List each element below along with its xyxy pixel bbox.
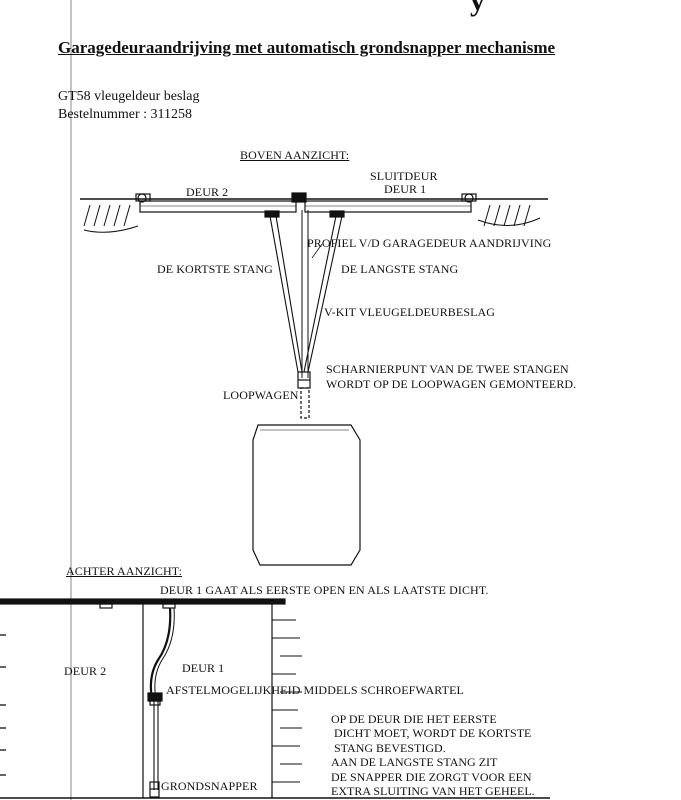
trolley-carriage [300,387,310,419]
label-vkit: V-KIT VLEUGELDEURBESLAG [324,305,496,319]
bracket-left [264,210,280,218]
product-line: GT58 vleugeldeur beslag [58,89,200,104]
label-profile: PROFIEL V/D GARAGEDEUR AANDRIJVING [307,236,552,250]
label-door-2: DEUR 2 [186,185,229,199]
label-shortest-rod: DE KORTSTE STANG [157,262,273,276]
rods [269,215,343,373]
partial-heading: y [470,0,485,17]
label-pivot-2: WORDT OP DE LOOPWAGEN GEMONTEERD. [326,377,577,391]
rear-view-heading: ACHTER AANZICHT: [66,564,182,578]
right-wall-bricks [272,619,302,783]
label-trolley: LOOPWAGEN [223,388,299,402]
right-wall-hatch [477,204,541,227]
label-pivot-1: SCHARNIERPUNT VAN DE TWEE STANGEN [326,362,569,376]
page-title: Garagedeuraandrijving met automatisch gr… [58,38,556,57]
left-wall-hatch [83,204,139,233]
label-rear-door-2: DEUR 2 [64,664,107,678]
top-rail [0,598,286,605]
left-edge-marks [0,634,6,776]
door-2-leaf [139,200,297,213]
motor-unit [252,424,361,566]
centre-joint [291,192,307,203]
rear-view-note: OP DE DEUR DIE HET EERSTE DICHT MOET, WO… [331,712,535,799]
top-view-heading: BOVEN AANZICHT: [240,148,350,162]
rear-view-drawing [0,598,550,799]
order-number: Bestelnummer : 311258 [58,107,193,122]
label-door-1: DEUR 1 [384,182,427,196]
adjust-nut [147,692,163,702]
label-longest-rod: DE LANGSTE STANG [341,262,459,276]
door-1-leaf [304,200,472,213]
latch-rod [149,607,172,701]
label-rear-door-1: DEUR 1 [182,661,225,675]
top-view-drawing [80,192,548,566]
label-floor-latch: GRONDSNAPPER [161,779,258,793]
label-adjust: AFSTELMOGELIJKHEID MIDDELS SCHROEFWARTEL [166,683,464,697]
label-sequence: DEUR 1 GAAT ALS EERSTE OPEN EN ALS LAATS… [160,583,489,597]
label-closing-door: SLUITDEUR [370,169,438,183]
bracket-right [329,210,345,218]
